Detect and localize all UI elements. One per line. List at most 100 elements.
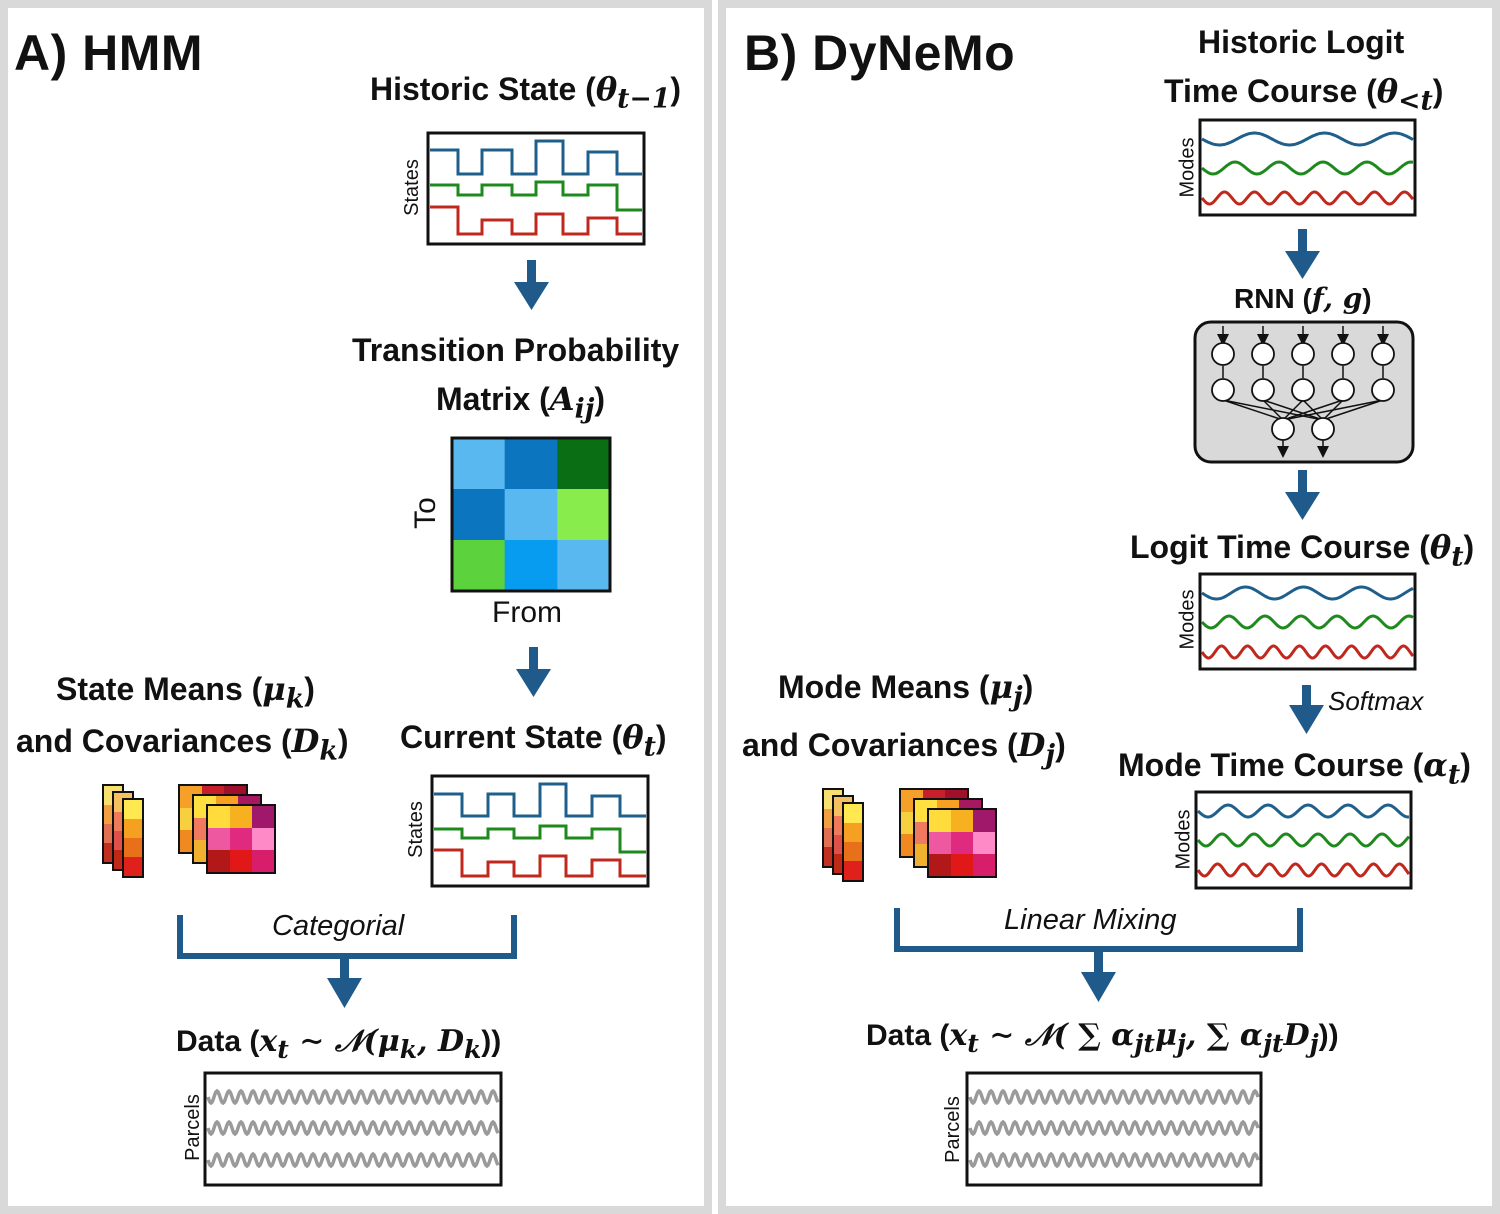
mode-means-line2: and Covariances (Dj) <box>742 726 1066 771</box>
historic-state-plot <box>426 131 646 246</box>
matrix-cell <box>452 540 506 592</box>
cov-matrix-cell <box>208 828 230 850</box>
matrix-cell <box>504 540 558 592</box>
rnn-output-node <box>1311 417 1335 441</box>
current-line-green <box>434 824 646 854</box>
matrix-cell <box>504 438 558 490</box>
rnn-network <box>1193 320 1415 464</box>
mean-vector-cell <box>124 838 142 857</box>
state-line-blue <box>430 139 642 176</box>
cov-matrix-cell <box>929 832 951 854</box>
matrix-cell <box>452 489 506 541</box>
cov-matrix-cell <box>951 832 973 854</box>
mode-tc-label: Mode Time Course (αt) <box>1118 746 1471 791</box>
cov-matrix-cell <box>252 828 274 850</box>
panel-b-title: B) DyNeMo <box>744 25 1016 81</box>
mode-means-icons <box>822 788 997 882</box>
rnn-link <box>1282 399 1344 421</box>
cov-matrix-cell <box>973 810 995 832</box>
arrow-b4 <box>1081 952 1116 1002</box>
current-line-blue <box>434 782 646 818</box>
arrow-b1 <box>1285 229 1320 279</box>
cov-matrix-cell <box>208 850 230 872</box>
current-state-axis: States <box>404 801 427 858</box>
mean-vector-cell <box>844 842 862 861</box>
historic-state-axis: States <box>400 159 423 216</box>
arrow-a3 <box>327 958 362 1008</box>
logit-plot <box>1198 572 1417 671</box>
cov-matrix-cell <box>951 810 973 832</box>
cov-matrix-cell <box>929 854 951 876</box>
matrix-x-axis: From <box>492 596 562 629</box>
arrow-b3 <box>1289 685 1324 734</box>
mean-vector-cell <box>844 861 862 880</box>
linear-mixing-label: Linear Mixing <box>1004 904 1177 936</box>
rnn-label: RNN (f, g) <box>1234 282 1372 315</box>
rnn-hidden-node <box>1331 378 1355 402</box>
mean-vector-cell <box>124 800 142 819</box>
arrow-a1 <box>514 260 549 310</box>
state-line-green <box>430 180 642 212</box>
rnn-link <box>1262 399 1284 421</box>
rnn-hidden-node <box>1331 342 1355 366</box>
rnn-link <box>1222 399 1284 421</box>
mode-tc-plot <box>1194 790 1413 890</box>
mode-means-line1: Mode Means (μj) <box>778 668 1034 713</box>
matrix-cell <box>452 438 506 490</box>
cov-matrix-cell <box>208 806 230 828</box>
historic-state-label: Historic State (θt−1) <box>370 70 682 115</box>
matrix-cell <box>557 489 611 541</box>
cov-matrix-cell <box>951 854 973 876</box>
mode-tc-axis: Modes <box>1172 809 1195 870</box>
softmax-label: Softmax <box>1328 686 1424 716</box>
data-plot-a <box>203 1071 503 1187</box>
panel-a-title: A) HMM <box>14 25 204 81</box>
state-means-line2: and Covariances (Dk) <box>16 722 349 767</box>
rnn-hidden-node <box>1371 378 1395 402</box>
rnn-hidden-node <box>1251 378 1275 402</box>
logit-axis: Modes <box>1176 589 1199 650</box>
categorial-label: Categorial <box>272 910 405 942</box>
current-state-plot <box>430 774 650 888</box>
data-plot-b <box>965 1071 1263 1187</box>
arrow-b2 <box>1285 470 1320 520</box>
historic-logit-line2: Time Course (θ<t) <box>1164 72 1444 117</box>
categorial-bracket <box>177 915 517 959</box>
logit-label: Logit Time Course (θt) <box>1130 528 1475 573</box>
arrow-a2 <box>516 647 551 697</box>
rnn-hidden-node <box>1371 342 1395 366</box>
cov-matrix-cell <box>230 806 252 828</box>
rnn-hidden-node <box>1291 378 1315 402</box>
transition-matrix <box>452 438 611 592</box>
matrix-cell <box>557 540 611 592</box>
mean-vector-cell <box>124 819 142 838</box>
rnn-output-node <box>1271 417 1295 441</box>
mean-vector-cell <box>844 823 862 842</box>
data-b-label: Data (xt ∼ 𝒩( ∑ αjtμj, ∑ αjtDj)) <box>866 1018 1339 1058</box>
historic-logit-axis: Modes <box>1176 137 1199 198</box>
matrix-cell <box>557 438 611 490</box>
matrix-cell <box>504 489 558 541</box>
cov-matrix-cell <box>230 850 252 872</box>
cov-matrix-cell <box>230 828 252 850</box>
mean-vector-cell <box>844 804 862 823</box>
rnn-link <box>1282 399 1304 421</box>
data-a-label: Data (xt ∼ 𝒩(μk, Dk)) <box>176 1024 502 1064</box>
state-means-line1: State Means (μk) <box>56 670 315 715</box>
historic-logit-plot <box>1198 118 1417 217</box>
mean-vector-cell <box>124 857 142 876</box>
cov-matrix-cell <box>252 850 274 872</box>
state-means-icons <box>102 784 276 878</box>
data-b-axis: Parcels <box>941 1096 964 1163</box>
matrix-border <box>450 436 612 593</box>
cov-matrix-cell <box>929 810 951 832</box>
data-a-axis: Parcels <box>181 1094 204 1161</box>
rnn-link <box>1322 399 1384 421</box>
linear-mixing-bracket <box>894 908 1303 952</box>
cov-matrix-cell <box>973 854 995 876</box>
historic-logit-line1: Historic Logit <box>1198 24 1405 60</box>
rnn-hidden-node <box>1211 342 1235 366</box>
transition-label-line2: Matrix (Aij) <box>436 380 606 425</box>
cov-matrix-cell <box>973 832 995 854</box>
